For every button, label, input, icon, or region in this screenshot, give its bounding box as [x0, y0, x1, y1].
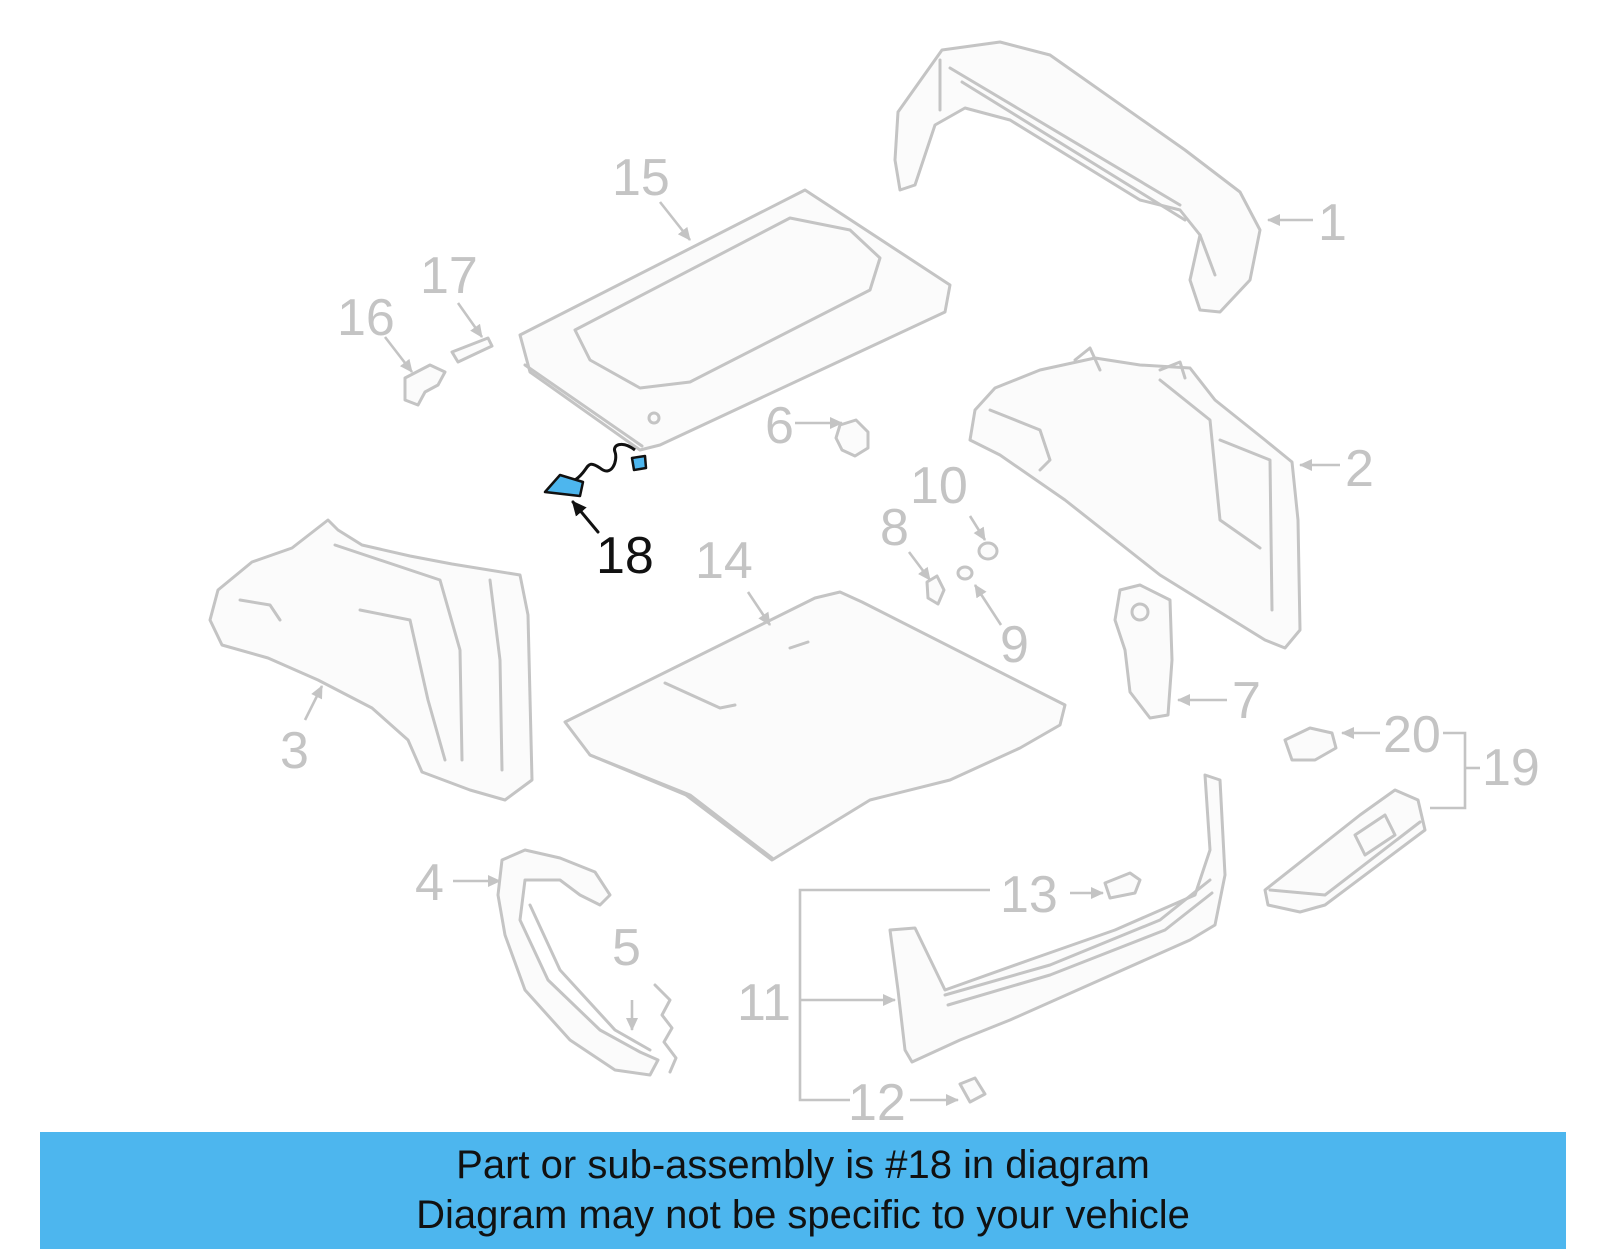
part-4-trim-molding[interactable] [496, 848, 660, 1077]
part-12-clip[interactable] [958, 1076, 987, 1104]
leader-lines [303, 201, 1480, 1106]
part-1-upper-trim[interactable] [893, 40, 1262, 314]
part-11-sill-trim[interactable] [888, 773, 1227, 1064]
part-9-washer[interactable] [956, 565, 974, 581]
callout-3: 3 [280, 722, 309, 780]
callout-18-highlighted: 18 [596, 527, 654, 585]
part-15-package-tray[interactable] [518, 188, 952, 452]
callout-5: 5 [612, 919, 641, 977]
callout-10: 10 [910, 457, 968, 515]
part-20-bulb[interactable] [1283, 726, 1338, 762]
callout-4: 4 [415, 854, 444, 912]
part-10-nut[interactable] [977, 541, 999, 561]
part-19-lamp[interactable] [1263, 788, 1427, 914]
callout-1: 1 [1318, 194, 1347, 252]
callout-19: 19 [1482, 739, 1540, 797]
part-8-fastener[interactable] [925, 574, 946, 606]
banner-part-note: Part or sub-assembly is #18 in diagram [456, 1143, 1150, 1187]
callout-17: 17 [420, 247, 478, 305]
banner-disclaimer: Diagram may not be specific to your vehi… [416, 1193, 1190, 1237]
part-7-bracket[interactable] [1113, 583, 1174, 720]
part-2-right-side-trim[interactable] [968, 346, 1302, 650]
callout-11: 11 [737, 974, 791, 1032]
callout-15: 15 [612, 149, 670, 207]
callout-12: 12 [848, 1074, 906, 1130]
callout-6: 6 [765, 397, 794, 455]
part-14-trunk-mat[interactable] [563, 590, 1067, 862]
callout-14: 14 [695, 532, 753, 590]
callout-labels: 1 2 3 4 5 6 7 8 9 10 11 12 13 14 15 16 1… [280, 149, 1540, 1130]
parts-diagram: 1 2 3 4 5 6 7 8 9 10 11 12 13 14 15 16 1… [208, 40, 1540, 1130]
callout-16: 16 [337, 289, 395, 347]
part-16-hinge[interactable] [403, 363, 447, 407]
part-18-cable-highlighted[interactable] [543, 442, 648, 498]
part-17-pin[interactable] [450, 336, 494, 364]
callout-2: 2 [1345, 440, 1374, 498]
part-6-clip[interactable] [834, 418, 870, 458]
part-13-clip[interactable] [1103, 871, 1142, 900]
callout-13: 13 [1000, 866, 1058, 924]
callout-8: 8 [880, 499, 909, 557]
callout-7: 7 [1232, 672, 1261, 730]
callout-20: 20 [1383, 706, 1441, 764]
info-banner: Part or sub-assembly is #18 in diagram D… [40, 1132, 1566, 1249]
part-3-left-side-trim[interactable] [208, 518, 534, 802]
callout-9: 9 [1000, 616, 1029, 674]
part-5-seal[interactable] [653, 983, 678, 1074]
